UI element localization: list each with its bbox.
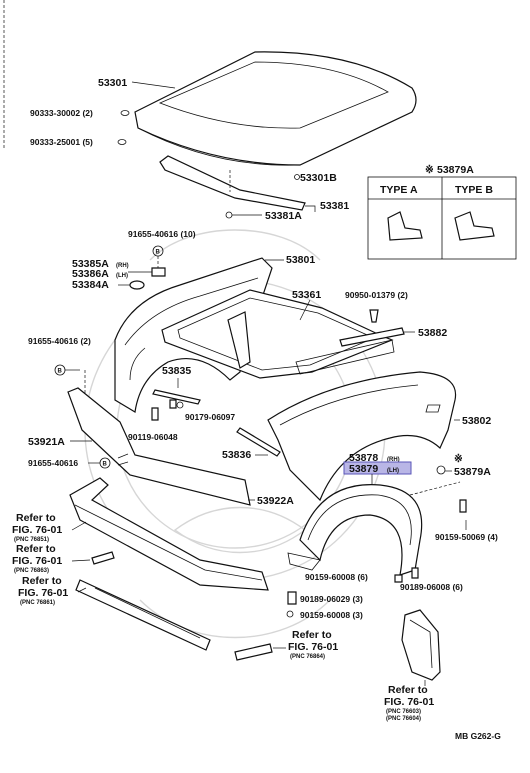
- ref5-line3: (PNC 76603): [386, 709, 421, 715]
- ref2-line1: Refer to: [16, 543, 56, 555]
- label-53922A: 53922A: [257, 495, 294, 507]
- circle-b-label: B: [103, 462, 108, 468]
- label-lh2: (LH): [387, 468, 399, 474]
- label-90159-60008-3: 90159-60008 (3): [300, 610, 363, 620]
- ref5-line2[interactable]: FIG. 76-01: [384, 696, 434, 708]
- label-53301: 53301: [98, 77, 127, 89]
- label-90159-60008-6: 90159-60008 (6): [305, 572, 368, 582]
- label-lh1: (LH): [116, 273, 128, 279]
- label-90950-01379: 90950-01379 (2): [345, 290, 408, 300]
- seal-53882: [339, 327, 405, 347]
- label-90159-50069: 90159-50069 (4): [435, 532, 498, 542]
- label-53802: 53802: [462, 415, 491, 427]
- label-53879A-top: 53879A: [437, 164, 474, 176]
- label-53386A: 53386A: [72, 268, 109, 280]
- ref3-line3: (PNC 76861): [20, 600, 55, 606]
- label-90333-25001: 90333-25001 (5): [30, 137, 93, 147]
- label-53879A: 53879A: [454, 466, 491, 478]
- label-53385A: 53385A: [72, 258, 109, 270]
- label-53835: 53835: [162, 365, 191, 377]
- bracket-76863: [91, 551, 115, 565]
- label-rh2: (RH): [387, 457, 400, 463]
- label-53921A: 53921A: [28, 436, 65, 448]
- label-53381: 53381: [320, 200, 349, 212]
- undercover-76861: [75, 579, 211, 651]
- label-type-a: TYPE A: [380, 184, 418, 196]
- lower-bumper: [69, 477, 269, 591]
- label-90119-06048: 90119-06048: [128, 432, 178, 442]
- label-53878: 53878: [349, 452, 378, 464]
- ref3-line2[interactable]: FIG. 76-01: [18, 587, 68, 599]
- circle-b-label: B: [156, 250, 161, 256]
- clip-icon: [120, 110, 130, 116]
- ref4-line1: Refer to: [292, 629, 332, 641]
- bracket-76864: [234, 643, 273, 661]
- circle-b-label: B: [58, 369, 63, 375]
- clip-type-a-icon: [387, 211, 423, 241]
- label-53384A: 53384A: [72, 279, 109, 291]
- figure-code: MB G262-G: [455, 731, 501, 741]
- ref5-line1: Refer to: [388, 684, 428, 696]
- svg-text:※: ※: [425, 164, 434, 176]
- hood-seal-strip: [159, 155, 306, 211]
- ref4-line3: (PNC 76864): [290, 654, 325, 660]
- ref1-line1: Refer to: [16, 512, 56, 524]
- label-53381A: 53381A: [265, 210, 302, 222]
- ref5-line4: (PNC 76604): [386, 716, 421, 722]
- label-53836: 53836: [222, 449, 251, 461]
- front-apron-53921A: [67, 387, 251, 506]
- clip-type-box: 53879A ※ TYPE A TYPE B: [367, 164, 517, 260]
- label-type-b: TYPE B: [455, 184, 493, 196]
- hood-panel: [134, 51, 417, 166]
- label-53361: 53361: [292, 289, 321, 301]
- clip-type-b-icon: [454, 211, 495, 241]
- highlight-box[interactable]: [343, 461, 412, 475]
- svg-text:※: ※: [454, 453, 463, 465]
- fender-liner: [287, 484, 423, 576]
- right-fender: [267, 371, 457, 502]
- label-rh1: (RH): [116, 263, 129, 269]
- ref1-line2[interactable]: FIG. 76-01: [12, 524, 62, 536]
- ref2-line3: (PNC 76863): [14, 568, 49, 574]
- label-53301B: 53301B: [300, 172, 337, 184]
- ref1-line3: (PNC 76851): [14, 537, 49, 543]
- label-90189-06008-6: 90189-06008 (6): [400, 582, 463, 592]
- ref4-line2[interactable]: FIG. 76-01: [288, 641, 338, 653]
- label-90333-30002: 90333-30002 (2): [30, 108, 93, 118]
- clip-icon: [117, 139, 127, 145]
- rod-53835: [152, 389, 201, 405]
- label-91655-40616: 91655-40616: [28, 458, 78, 468]
- label-90189-06029: 90189-06029 (3): [300, 594, 363, 604]
- label-91655-40616-2: 91655-40616 (2): [28, 336, 91, 346]
- label-91655-40616-10: 91655-40616 (10): [128, 229, 196, 239]
- ref2-line2[interactable]: FIG. 76-01: [12, 555, 62, 567]
- rod-53836: [236, 427, 281, 457]
- label-53882: 53882: [418, 327, 447, 339]
- label-90179-06097: 90179-06097: [185, 412, 235, 422]
- label-53879: 53879: [349, 463, 378, 475]
- ref3-line1: Refer to: [22, 575, 62, 587]
- radiator-support: [161, 289, 395, 379]
- mud-flap: [401, 609, 441, 681]
- label-53801: 53801: [286, 254, 315, 266]
